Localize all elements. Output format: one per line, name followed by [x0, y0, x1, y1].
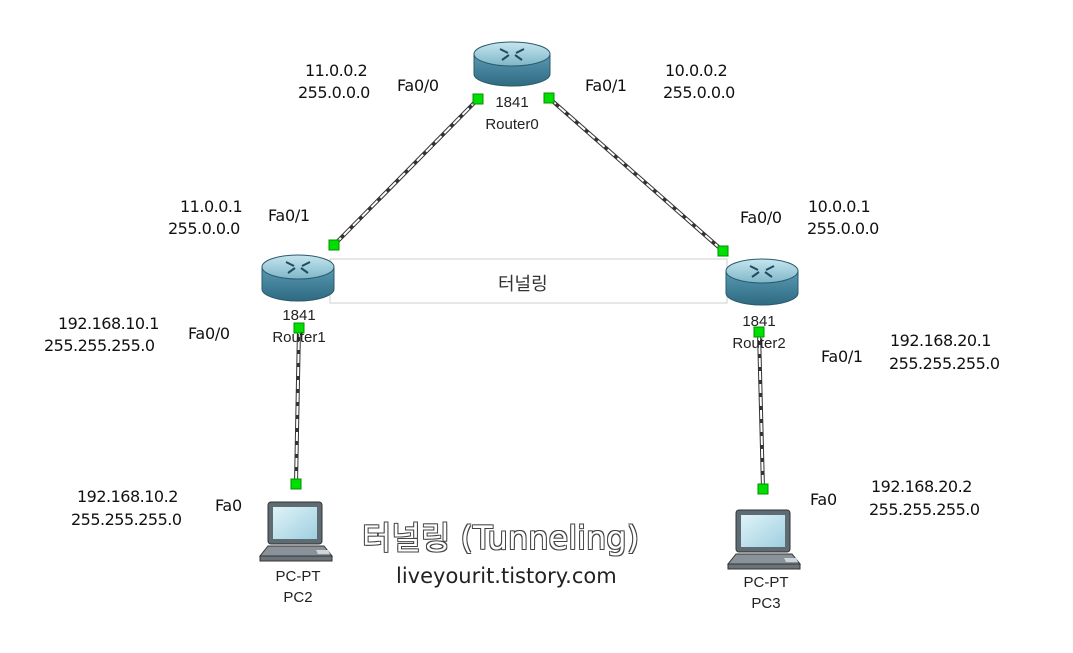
tunnel-label: 터널링 [498, 274, 548, 295]
r0-fa00-port: Fa0/0 [397, 76, 439, 95]
link-router2-pc3 [757, 331, 765, 490]
r0-fa00-ip: 11.0.0.2 [305, 61, 368, 80]
r1-fa00-port: Fa0/0 [188, 324, 230, 343]
link-dot-r0-fa00 [472, 93, 484, 105]
r2-fa01-ip: 192.168.20.1 [890, 331, 991, 350]
router1-icon[interactable] [261, 254, 335, 302]
pc3-name: PC3 [751, 595, 781, 612]
r2-fa00-ip: 10.0.0.1 [808, 197, 871, 216]
r0-fa00-mask: 255.0.0.0 [298, 83, 370, 102]
router0-name: Router0 [485, 116, 539, 133]
r1-fa01-port: Fa0/1 [268, 206, 310, 225]
diagram-subtitle: liveyourit.tistory.com [396, 564, 617, 588]
link-router0-router1 [332, 97, 480, 247]
pc2-model: PC-PT [275, 568, 321, 585]
r1-fa01-mask: 255.0.0.0 [168, 219, 240, 238]
router2-icon[interactable] [725, 258, 799, 306]
link-dot-r2-fa01 [753, 326, 765, 338]
router2-model: 1841 [742, 313, 776, 330]
router0-model: 1841 [495, 94, 529, 111]
r0-fa01-port: Fa0/1 [585, 76, 627, 95]
pc2-icon[interactable] [258, 501, 334, 562]
pc3-model: PC-PT [743, 574, 789, 591]
link-status-dots [290, 92, 769, 495]
link-dot-pc2-fa0 [290, 478, 302, 490]
router1-name: Router1 [272, 329, 326, 346]
pc3-fa0-ip: 192.168.20.2 [871, 477, 972, 496]
pc3-fa0-port: Fa0 [810, 490, 837, 509]
r2-fa01-mask: 255.255.255.0 [889, 354, 1000, 373]
link-dot-r1-fa00 [293, 322, 305, 334]
r2-fa01-port: Fa0/1 [821, 347, 863, 366]
link-dot-r1-fa01 [328, 239, 340, 251]
r2-fa00-port: Fa0/0 [740, 208, 782, 227]
r0-fa01-ip: 10.0.0.2 [665, 61, 728, 80]
r1-fa00-mask: 255.255.255.0 [44, 336, 155, 355]
r0-fa01-mask: 255.0.0.0 [663, 83, 735, 102]
link-router0-router2 [547, 96, 725, 253]
r1-fa01-ip: 11.0.0.1 [180, 197, 243, 216]
pc3-icon[interactable] [726, 509, 802, 570]
r1-fa00-ip: 192.168.10.1 [58, 314, 159, 333]
router1-model: 1841 [282, 307, 316, 324]
router2-name: Router2 [732, 335, 786, 352]
pc2-fa0-ip: 192.168.10.2 [77, 487, 178, 506]
pc2-fa0-mask: 255.255.255.0 [71, 510, 182, 529]
pc3-fa0-mask: 255.255.255.0 [869, 500, 980, 519]
link-dot-r2-fa00 [717, 245, 729, 257]
r2-fa00-mask: 255.0.0.0 [807, 219, 879, 238]
link-dot-pc3-fa0 [757, 483, 769, 495]
pc2-name: PC2 [283, 589, 313, 606]
link-dot-r0-fa01 [543, 92, 555, 104]
tunnel-box [329, 258, 728, 304]
link-router1-pc2 [294, 327, 301, 485]
diagram-title: 터널링 (Tunneling) [362, 519, 640, 557]
pc2-fa0-port: Fa0 [215, 496, 242, 515]
router0-icon[interactable] [473, 41, 551, 87]
